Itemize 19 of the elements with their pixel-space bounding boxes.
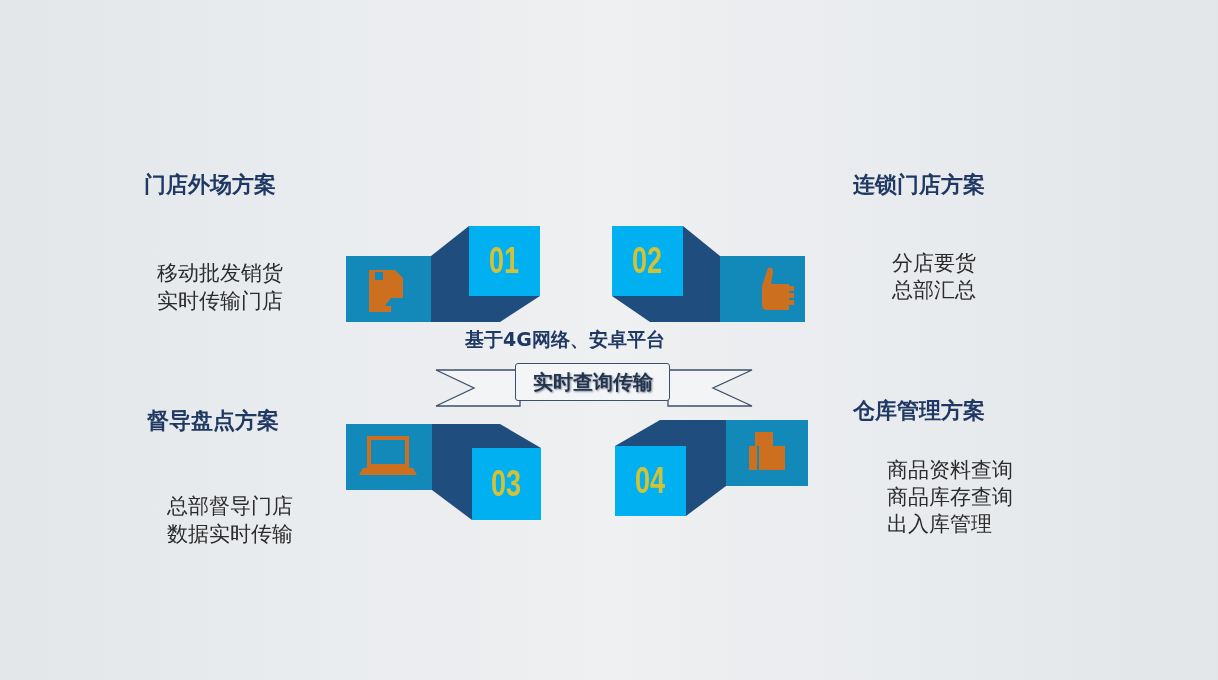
heading-text: 门店外场方案 (144, 172, 276, 198)
description-text: 总部督导门店 (167, 493, 293, 519)
description-text: 数据实时传输 (167, 521, 293, 547)
number-box: 02 (612, 226, 683, 296)
heading-text: 连锁门店方案 (853, 172, 985, 198)
description-text: 实时传输门店 (157, 288, 283, 314)
description-text: 出入库管理 (887, 511, 992, 537)
ribbon-banner: 实时查询传输 (515, 363, 670, 401)
description-text: 移动批发销货 (157, 260, 283, 286)
heading-text: 督导盘点方案 (147, 408, 279, 434)
description-text: 商品库存查询 (887, 484, 1013, 510)
subtitle-text: 基于4G网络、安卓平台 (465, 327, 665, 352)
description-text: 商品资料查询 (887, 457, 1013, 483)
number-box: 04 (615, 446, 686, 516)
description-text: 分店要货 (892, 250, 976, 276)
heading-text: 仓库管理方案 (853, 398, 985, 424)
number-box: 01 (469, 226, 540, 296)
number-box: 03 (472, 448, 541, 520)
description-text: 总部汇总 (892, 277, 976, 303)
